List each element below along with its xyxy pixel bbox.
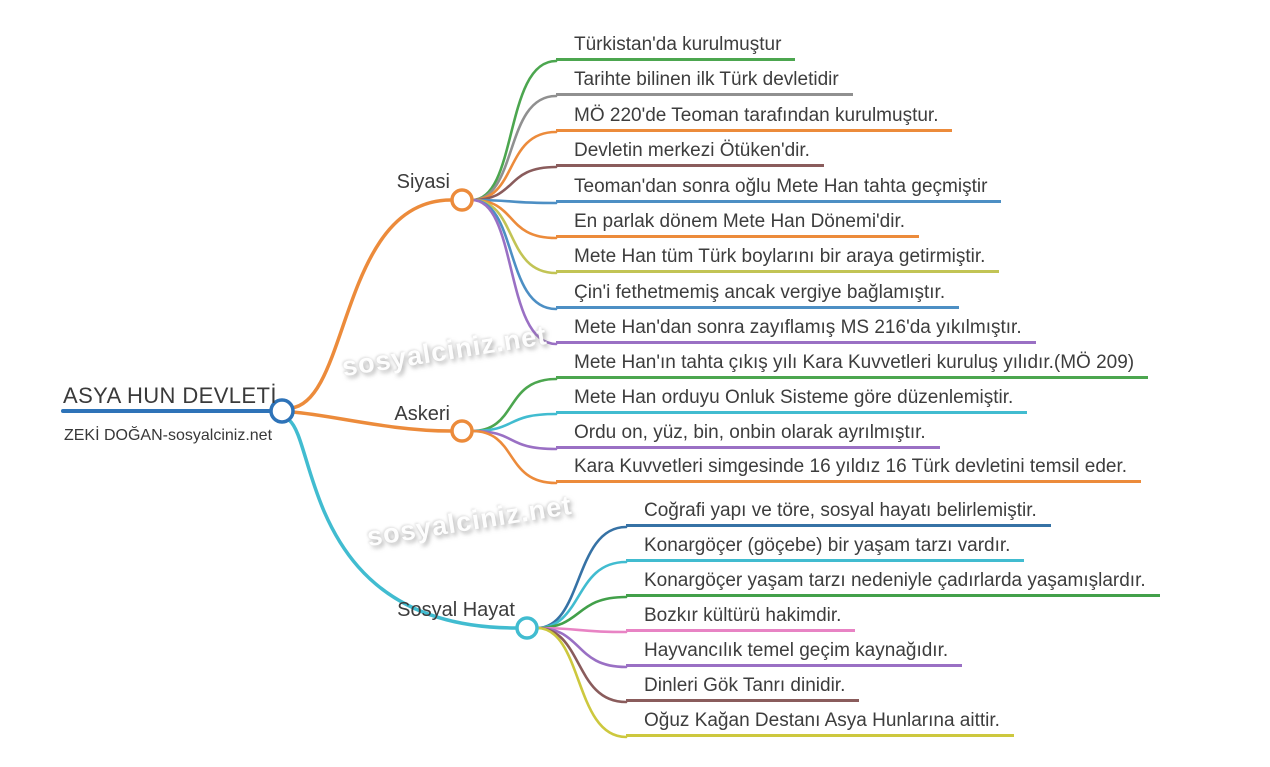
connector-line	[535, 525, 628, 630]
connector-line	[470, 429, 558, 485]
branch-node-circle-siyasi[interactable]	[450, 188, 474, 212]
connector-line	[290, 410, 453, 433]
leaf-topic[interactable]: Çin'i fethetmemiş ancak vergiye bağlamış…	[556, 280, 960, 309]
root-node-circle[interactable]	[269, 398, 295, 424]
connector-line	[535, 626, 628, 669]
branch-topic-askeri[interactable]: Askeri	[394, 403, 450, 425]
leaf-topic[interactable]: Tarihte bilinen ilk Türk devletidir	[556, 67, 853, 96]
leaf-topic[interactable]: Devletin merkezi Ötüken'dir.	[556, 138, 824, 167]
leaf-topic[interactable]: Mete Han'dan sonra zayıflamış MS 216'da …	[556, 315, 1036, 344]
branch-node-circle-askeri[interactable]	[450, 419, 474, 443]
leaf-topic[interactable]: Mete Han'ın tahta çıkış yılı Kara Kuvvet…	[556, 350, 1149, 379]
leaf-topic[interactable]: Coğrafi yapı ve töre, sosyal hayatı beli…	[626, 498, 1051, 527]
connector-line	[535, 595, 628, 630]
leaf-topic[interactable]: Konargöçer (göçebe) bir yaşam tarzı vard…	[626, 533, 1025, 562]
connector-line	[470, 165, 558, 202]
leaf-topic[interactable]: Bozkır kültürü hakimdir.	[626, 603, 856, 632]
connector-line	[470, 130, 558, 202]
leaf-topic[interactable]: Kara Kuvvetleri simgesinde 16 yıldız 16 …	[556, 454, 1142, 483]
connector-line	[470, 377, 558, 433]
leaf-topic[interactable]: Mete Han orduyu Onluk Sisteme göre düzen…	[556, 385, 1028, 414]
connector-line	[535, 626, 628, 739]
leaf-topic[interactable]: Teoman'dan sonra oğlu Mete Han tahta geç…	[556, 174, 1002, 203]
leaf-topic[interactable]: Ordu on, yüz, bin, onbin olarak ayrılmış…	[556, 420, 940, 449]
leaf-topic[interactable]: MÖ 220'de Teoman tarafından kurulmuştur.	[556, 103, 953, 132]
root-topic-title[interactable]: ASYA HUN DEVLETİ	[63, 383, 277, 408]
root-topic-subtitle: ZEKİ DOĞAN-sosyalciniz.net	[63, 427, 273, 444]
connector-line	[535, 560, 628, 630]
connector-line	[470, 94, 558, 202]
leaf-topic[interactable]: Mete Han tüm Türk boylarını bir araya ge…	[556, 244, 1000, 273]
connector-line	[470, 59, 558, 202]
connector-line	[470, 198, 558, 311]
connector-line	[287, 418, 518, 630]
leaf-topic[interactable]: Dinleri Gök Tanrı dinidir.	[626, 673, 860, 702]
connector-line	[470, 198, 558, 346]
leaf-topic[interactable]: En parlak dönem Mete Han Dönemi'dir.	[556, 209, 920, 238]
branch-node-circle-sosyal-hayat[interactable]	[515, 616, 539, 640]
leaf-topic[interactable]: Oğuz Kağan Destanı Asya Hunlarına aittir…	[626, 708, 1014, 737]
leaf-topic[interactable]: Türkistan'da kurulmuştur	[556, 32, 796, 61]
leaf-topic[interactable]: Konargöçer yaşam tarzı nedeniyle çadırla…	[626, 568, 1160, 597]
leaf-topic[interactable]: Hayvancılık temel geçim kaynağıdır.	[626, 638, 963, 667]
branch-topic-sosyal-hayat[interactable]: Sosyal Hayat	[397, 599, 515, 621]
branch-topic-siyasi[interactable]: Siyasi	[396, 171, 450, 193]
connector-line	[289, 198, 453, 410]
